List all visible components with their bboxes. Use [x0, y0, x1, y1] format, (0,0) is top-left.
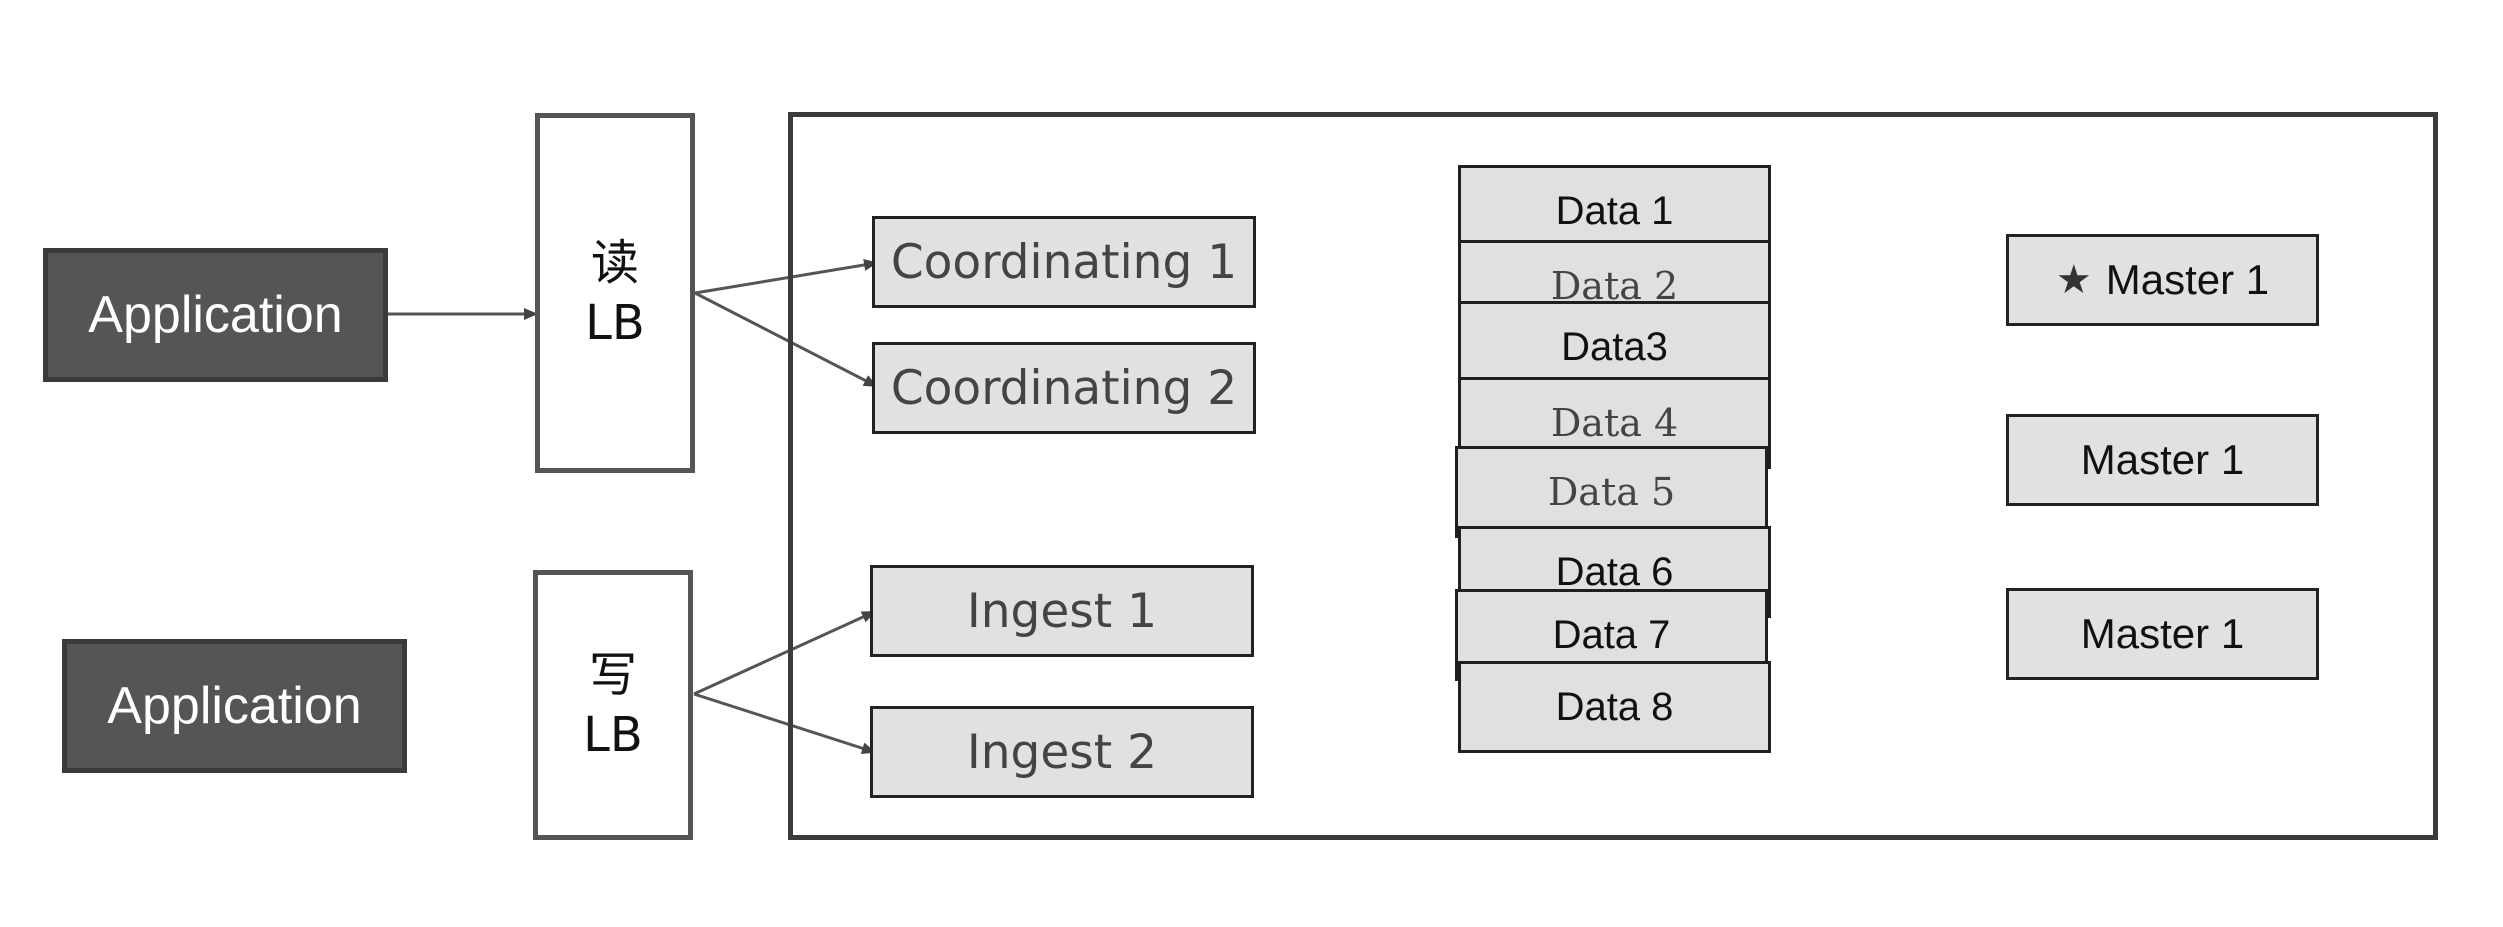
- master-node-1-label: Master 1: [2105, 256, 2270, 303]
- coordinating-node-1-label: Coordinating 1: [890, 234, 1238, 290]
- master-node-1: ★ Master 1: [2006, 234, 2319, 326]
- ingest-node-1: Ingest 1: [870, 565, 1254, 657]
- write-application-label: Application: [107, 677, 362, 735]
- data-node-1-label: Data 1: [1555, 188, 1674, 233]
- master-node-2-label: Master 1: [2080, 436, 2245, 483]
- write-lb-en-label: LB: [583, 707, 643, 763]
- master-node-2: Master 1: [2006, 414, 2319, 506]
- master-node-3-label: Master 1: [2080, 610, 2245, 657]
- arrow-read-lb-to-coordinating-2: [694, 291, 878, 388]
- read-application-label: Application: [88, 286, 343, 344]
- cluster-container: [788, 112, 2438, 840]
- coordinating-node-1: Coordinating 1: [872, 216, 1256, 308]
- read-lb-cn-label: 读: [590, 235, 639, 291]
- arrow-write-lb-to-ingest-1: [693, 610, 876, 696]
- ingest-node-2-label: Ingest 2: [966, 724, 1158, 780]
- ingest-node-2: Ingest 2: [870, 706, 1254, 798]
- star-icon: ★: [2055, 258, 2092, 302]
- arrow-read-lb-to-coordinating-1: [694, 259, 878, 295]
- write-lb-cn-label: 写: [588, 647, 637, 703]
- data-node-4-label: Data 4: [1550, 401, 1679, 445]
- data-node-5-label: Data 5: [1547, 470, 1676, 514]
- data-node-2-label: Data 2: [1550, 264, 1679, 308]
- read-application-box: Application: [43, 248, 388, 382]
- coordinating-node-2: Coordinating 2: [872, 342, 1256, 434]
- data-node-7-label: Data 7: [1552, 612, 1671, 657]
- ingest-node-1-label: Ingest 1: [966, 583, 1158, 639]
- data-node-5: Data 5: [1455, 446, 1768, 538]
- write-application-box: Application: [62, 639, 407, 773]
- data-node-8: Data 8: [1458, 661, 1771, 753]
- read-load-balancer: 读 LB: [535, 113, 695, 473]
- write-load-balancer: 写 LB: [533, 570, 693, 840]
- master-node-3: Master 1: [2006, 588, 2319, 680]
- read-lb-en-label: LB: [585, 295, 645, 351]
- arrow-write-lb-to-ingest-2: [693, 692, 876, 755]
- coordinating-node-2-label: Coordinating 2: [890, 360, 1238, 416]
- data-node-3-label: Data3: [1561, 324, 1668, 369]
- data-node-6-label: Data 6: [1555, 549, 1674, 594]
- data-node-8-label: Data 8: [1555, 684, 1674, 729]
